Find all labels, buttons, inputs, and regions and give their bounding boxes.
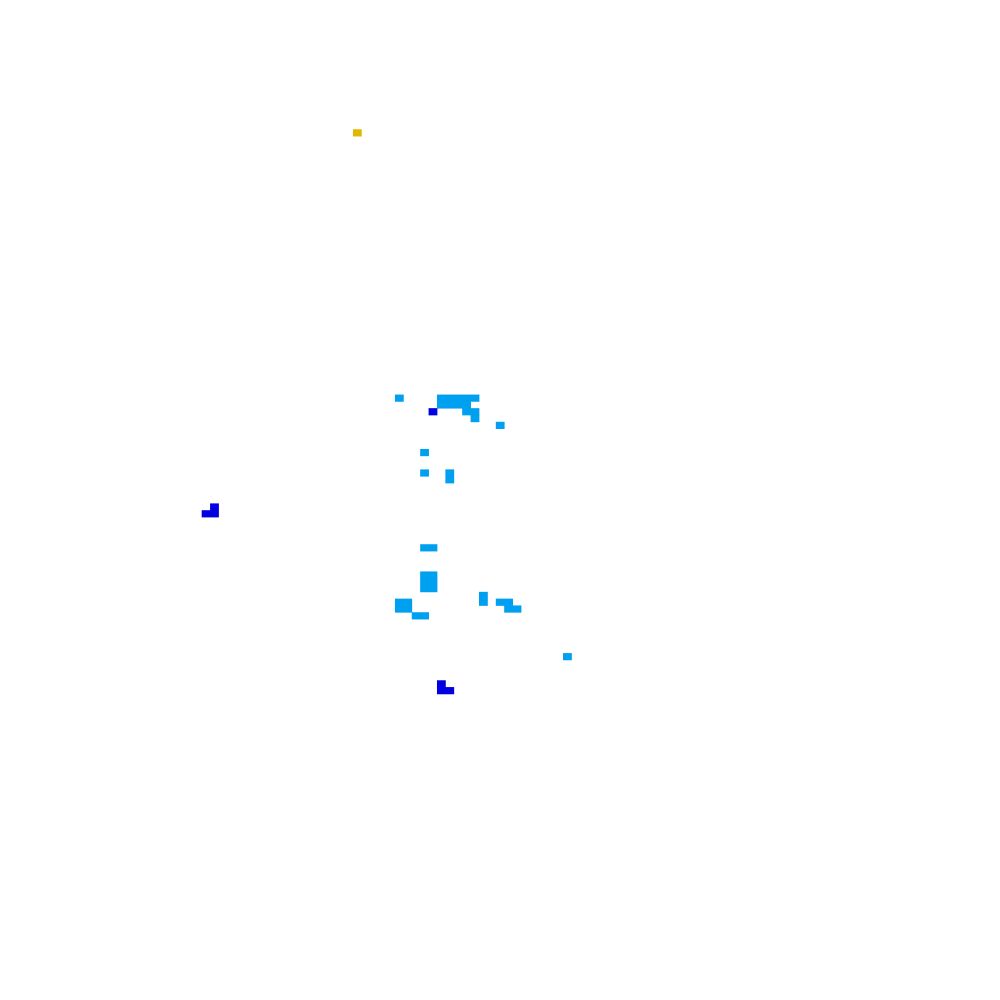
light-blue-cell	[394, 605, 404, 613]
light-blue-cell	[512, 605, 522, 613]
light-blue-cell	[394, 394, 404, 402]
dark-blue-cell	[428, 408, 438, 416]
dark-blue-cell	[210, 510, 219, 518]
dark-blue-cell	[210, 503, 219, 511]
light-blue-cell	[420, 544, 429, 552]
light-blue-cell	[420, 469, 429, 477]
light-blue-cell	[420, 585, 429, 593]
light-blue-cell	[495, 421, 505, 429]
light-blue-cell	[478, 591, 488, 600]
dark-blue-cell	[201, 510, 211, 518]
light-blue-cell	[470, 408, 480, 416]
light-blue-cell	[420, 448, 429, 457]
light-blue-cell	[428, 544, 438, 552]
light-blue-cell	[445, 394, 455, 402]
light-blue-cell	[453, 401, 463, 409]
light-blue-cell	[411, 612, 421, 620]
light-blue-cell	[403, 598, 413, 606]
light-blue-cell	[504, 605, 513, 613]
light-blue-cell	[428, 578, 438, 586]
dark-blue-cell	[436, 687, 446, 695]
light-blue-cell	[445, 476, 455, 484]
light-blue-cell	[504, 598, 513, 606]
light-blue-cell	[420, 578, 429, 586]
light-blue-cell	[436, 401, 446, 409]
light-blue-cell	[453, 394, 463, 402]
yellow-cell	[352, 129, 362, 137]
light-blue-cell	[563, 653, 572, 661]
dark-blue-cell	[436, 680, 446, 688]
light-blue-cell	[436, 394, 446, 402]
light-blue-cell	[428, 571, 438, 579]
light-blue-cell	[445, 469, 455, 477]
light-blue-cell	[462, 408, 471, 416]
light-blue-cell	[445, 401, 455, 409]
light-blue-cell	[462, 401, 471, 409]
light-blue-cell	[470, 394, 480, 402]
light-blue-cell	[495, 598, 505, 606]
light-blue-cell	[420, 571, 429, 579]
light-blue-cell	[462, 394, 471, 402]
dark-blue-cell	[445, 687, 455, 695]
light-blue-cell	[420, 612, 429, 620]
light-blue-cell	[403, 605, 413, 613]
light-blue-cell	[428, 585, 438, 593]
light-blue-cell	[478, 598, 488, 606]
light-blue-cell	[394, 598, 404, 606]
light-blue-cell	[470, 414, 480, 423]
